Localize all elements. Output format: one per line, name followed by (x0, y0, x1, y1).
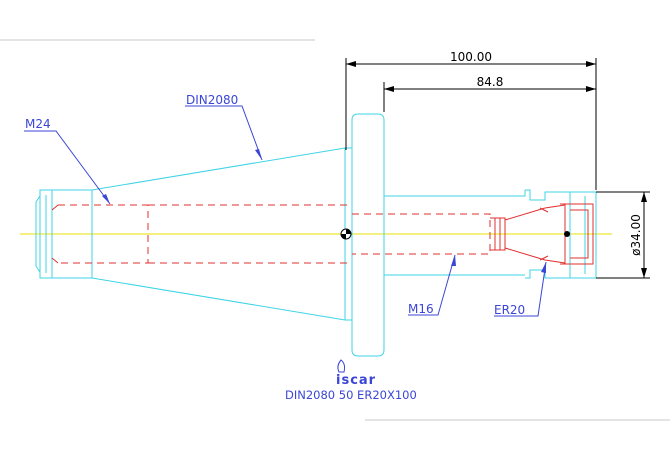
dimension-overall-length-value: 100.00 (450, 50, 492, 64)
dimension-diameter (596, 191, 650, 279)
callout-m24: M24 (25, 117, 51, 131)
logo-flame-icon (337, 359, 346, 373)
callout-er20: ER20 (494, 303, 525, 317)
dimension-gauge-length (383, 82, 596, 112)
drawing-title: DIN2080 50 ER20X100 (285, 388, 417, 402)
dimension-diameter-value: ø34.00 (629, 214, 643, 256)
callout-m16: M16 (408, 302, 434, 316)
callout-din2080: DIN2080 (186, 93, 238, 107)
brand-logo: iscar (336, 373, 376, 388)
holder-body-outline (35, 113, 597, 357)
dimension-gauge-length-value: 84.8 (477, 75, 504, 89)
callout-leaders (24, 105, 547, 317)
center-mark-left-fill (341, 229, 351, 239)
dimension-overall-length (345, 58, 597, 190)
center-mark-right (564, 231, 570, 237)
